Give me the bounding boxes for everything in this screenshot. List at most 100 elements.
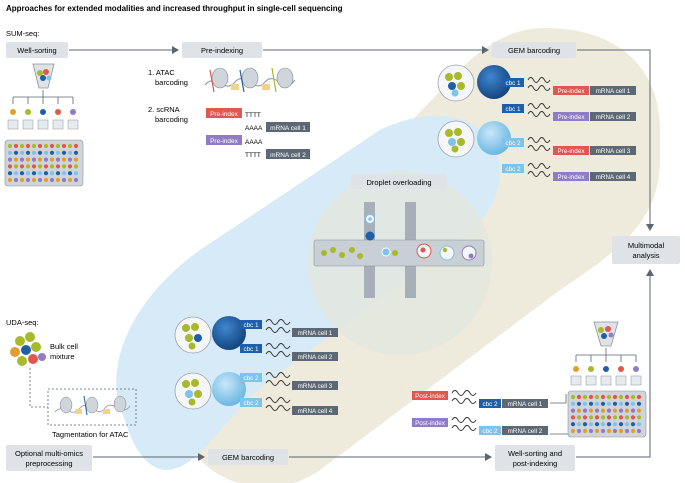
cbc-tag-label: cbc 1 [505,106,521,113]
plate-well [618,401,624,406]
plate-well [636,415,642,420]
gem-barcoding-box-bottom [208,449,288,465]
plate-well [594,401,600,406]
sum-funnel [7,63,79,130]
bulk-cell-line-2: mixture [50,352,75,361]
plate-well [594,422,600,427]
cbc-tag [502,78,524,87]
plate-well [61,177,67,183]
plate-well [576,394,582,400]
mrna-wave [265,343,291,349]
well-sorting-post-line-1: Well-sorting and [508,449,562,458]
pre-index-tag-red [206,108,242,118]
plate-well [19,150,25,155]
plate-well [43,171,49,176]
post-index-tag-label: Post-index [415,420,446,427]
tagmentation-connector [29,368,48,408]
plate-well [582,401,588,406]
plate-well [37,143,43,149]
plate-well [612,401,618,406]
plate-well [570,408,576,413]
cbc-tag [240,320,262,329]
post-index-tag [412,418,448,427]
mrna-wave [265,327,291,333]
plate-well [13,150,19,155]
mrna-tag [292,381,338,390]
mrna-tag-label: mRNA cell 4 [298,408,333,415]
plate-well [55,177,61,183]
arrow-gem-to-multimodal [577,49,654,231]
mrna-wave [527,145,551,151]
mrna-tag [502,426,548,435]
plate-well [37,177,43,183]
pre-index-tag [553,172,589,181]
plate-well [588,408,594,413]
plate-well [31,164,37,169]
mrna-tag [502,399,548,408]
plate-well [55,150,61,155]
plate-well [43,164,49,169]
mrna-wave [265,351,291,357]
plate-well [73,157,79,162]
plate-well [594,394,600,400]
plate-well [19,177,25,183]
plate-well [600,415,606,420]
plate-well [600,401,606,406]
plate-well [600,408,606,413]
well-sorting-box [6,42,68,58]
plate-well [31,143,37,149]
mrna-wave [527,137,551,143]
plate-well [618,408,624,413]
pre-indexing-box [182,42,262,58]
scrna-step-word: barcoding [155,115,188,124]
plate-well [576,401,582,406]
mrna-tag-label: mRNA cell 3 [596,148,631,155]
plate-well [606,428,612,434]
pre-index-tag [553,112,589,121]
uda-funnel [570,321,642,386]
optional-line-1: Optional multi-omics [15,449,83,458]
plate-well [25,164,31,169]
plate-well [624,422,630,427]
plate-well [630,422,636,427]
plate-well [13,171,19,176]
atac-step-label: 1. ATAC [148,68,175,77]
plate-well [19,171,25,176]
plate-well [636,428,642,434]
gem-barcoding-box-top [492,42,576,58]
bulk-cell-line-1: Bulk cell [50,342,78,351]
plate-well [606,408,612,413]
pre-indexing-label: Pre-indexing [201,46,243,55]
plate-well [618,428,624,434]
plate-well [49,150,55,155]
plate-well [67,164,73,169]
cbc-tag-label: cbc 2 [505,166,521,173]
plate-well [49,157,55,162]
plate-well [67,157,73,162]
plate-well [13,143,19,149]
pre-index-tag-purple-label: Pre-index [210,138,239,145]
scrna-step-label: 2. scRNA [148,105,180,114]
mrna-wave [451,417,477,423]
mrna-tag-label: mRNA cell 3 [298,383,333,390]
plate-well [19,164,25,169]
plate-well [570,422,576,427]
gem-beads-bottom [174,316,246,410]
plate-well [570,394,576,400]
mrna-wave [265,397,291,403]
plate-well [582,428,588,434]
plate-well [25,171,31,176]
mrna-wave [265,405,291,411]
optional-preprocessing-box [6,445,92,471]
plate-well [19,143,25,149]
plate-well [576,415,582,420]
plate-well [13,157,19,162]
cbc-tag [502,138,524,147]
plate-well [606,415,612,420]
plate-well [43,157,49,162]
plate-well [600,428,606,434]
plate-well [43,143,49,149]
plate-well [31,177,37,183]
